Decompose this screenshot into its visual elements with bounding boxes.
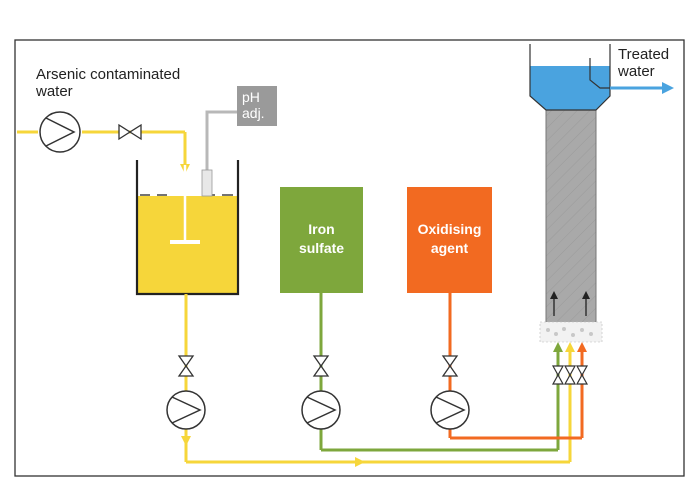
ph-label-line2: adj. [242, 105, 265, 121]
iron-label-line2: sulfate [298, 240, 345, 256]
upflow-arrows-icon [550, 291, 590, 316]
treated-label-line2: water [618, 63, 655, 80]
iron-valve-icon [312, 355, 330, 377]
inlet-pump-icon [39, 111, 81, 153]
oxidising-agent-label: Oxidising agent [407, 220, 492, 258]
mixer-icon [170, 165, 200, 244]
water-feed-line [181, 294, 575, 467]
treated-label-line1: Treated [618, 46, 670, 63]
tank-valve-icon [177, 355, 195, 377]
oxidant-pump-icon [430, 390, 470, 430]
overflow-weir [589, 58, 614, 89]
iron-pump-icon [301, 390, 341, 430]
column-inlet-valves-icon [551, 365, 589, 385]
ph-adj-label: pH adj. [242, 89, 265, 121]
inlet-valve-icon [118, 123, 142, 141]
treated-water-outlet-arrow [610, 82, 674, 94]
ph-adj-box [237, 86, 277, 126]
iron-sulfate-label: Iron sulfate [280, 220, 363, 258]
diagram-frame [14, 39, 685, 477]
treated-water-basin [530, 66, 610, 110]
ph-label-line1: pH [242, 89, 260, 105]
inlet-label-line2: water [36, 83, 73, 100]
ph-probe [201, 110, 238, 197]
inlet-label: Arsenic contaminated water [36, 66, 180, 100]
filter-column-hatch [546, 110, 596, 325]
tank-pump-icon [166, 390, 206, 430]
inlet-label-line1: Arsenic contaminated [36, 66, 181, 83]
oxidising-agent-box [407, 187, 492, 293]
oxid-label-line1: Oxidising [417, 221, 482, 237]
oxidant-valve-icon [441, 355, 459, 377]
tank-liquid [137, 196, 237, 293]
iron-sulfate-box [280, 187, 363, 293]
oxid-label-line2: agent [430, 240, 469, 256]
gravel-bed [539, 321, 603, 343]
iron-label-line1: Iron [308, 221, 335, 237]
treated-water-label: Treated water [618, 46, 669, 80]
